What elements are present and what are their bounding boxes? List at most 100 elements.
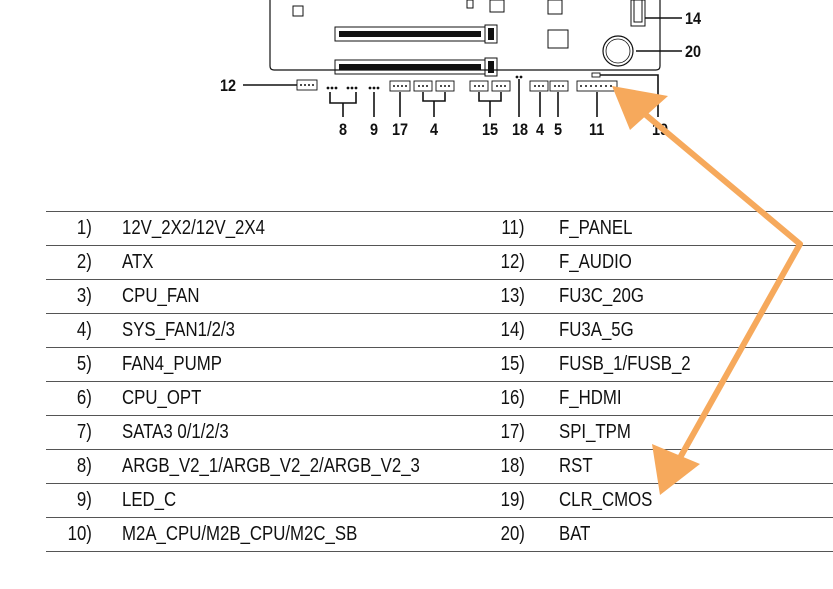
row-number: 4) — [77, 319, 92, 341]
row-number: 10) — [67, 523, 92, 545]
header-name: RST — [558, 455, 593, 477]
spacer-cell — [92, 483, 122, 518]
motherboard-diagram — [243, 0, 682, 117]
row-number-cell: 6) — [46, 381, 92, 416]
header-name: SATA3 0/1/2/3 — [122, 421, 229, 443]
row-number: 17) — [500, 421, 525, 443]
header-name-cell: FUSB_1/FUSB_2 — [558, 347, 833, 382]
row-number: 2) — [77, 251, 92, 273]
spacer-cell — [92, 313, 122, 348]
spacer-cell — [524, 483, 559, 518]
header-name-cell: SYS_FAN1/2/3 — [122, 313, 477, 348]
row-number: 16) — [500, 387, 525, 409]
header-name: LED_C — [122, 489, 177, 511]
header-name: F_HDMI — [558, 387, 622, 409]
header-name-cell: RST — [558, 449, 833, 484]
row-number: 13) — [500, 285, 525, 307]
header-name: FAN4_PUMP — [122, 353, 222, 375]
header-pins — [296, 72, 618, 92]
header-name-cell: CLR_CMOS — [558, 483, 833, 518]
spacer-cell — [92, 279, 122, 314]
table-row: 4) SYS_FAN1/2/3 14) FU3A_5G — [46, 313, 833, 348]
row-number-cell: 3) — [46, 279, 92, 314]
header-name: SYS_FAN1/2/3 — [122, 319, 236, 341]
callout-4: 4 — [430, 120, 439, 139]
row-number: 9) — [77, 489, 92, 511]
row-number-cell: 4) — [46, 313, 92, 348]
header-name-cell: SPI_TPM — [558, 415, 833, 450]
row-number: 5) — [77, 353, 92, 375]
row-number: 1) — [77, 217, 92, 239]
spacer-cell — [92, 517, 122, 552]
header-name: F_AUDIO — [558, 251, 632, 273]
row-number-cell: 9) — [46, 483, 92, 518]
header-name-cell: ARGB_V2_1/ARGB_V2_2/ARGB_V2_3 — [122, 449, 477, 484]
spacer-cell — [524, 245, 559, 280]
header-name: 12V_2X2/12V_2X4 — [122, 217, 265, 239]
spacer-cell — [92, 415, 122, 450]
leader-lines — [243, 17, 682, 117]
spacer-cell — [524, 381, 559, 416]
callout-20: 20 — [685, 42, 702, 61]
row-number-cell: 19) — [476, 483, 525, 518]
row-number: 7) — [77, 421, 92, 443]
header-name: FU3A_5G — [558, 319, 634, 341]
pcie-slot — [334, 24, 498, 44]
header-name-cell: CPU_OPT — [122, 381, 477, 416]
row-number-cell: 16) — [476, 381, 525, 416]
row-number-cell: 17) — [476, 415, 525, 450]
table-row: 3) CPU_FAN 13) FU3C_20G — [46, 279, 833, 314]
header-name: M2A_CPU/M2B_CPU/M2C_SB — [122, 523, 358, 545]
callout-19: 19 — [652, 120, 669, 139]
header-name-cell: ATX — [122, 245, 477, 280]
header-table: 1) 12V_2X2/12V_2X4 11) F_PANEL 2) ATX 12) F_AUD… — [46, 211, 833, 552]
header-name-cell: F_AUDIO — [558, 245, 833, 280]
spacer-cell — [92, 381, 122, 416]
component — [466, 0, 474, 9]
callout-18: 18 — [512, 120, 529, 139]
row-number: 18) — [500, 455, 525, 477]
battery-inner — [605, 38, 631, 64]
row-number: 12) — [500, 251, 525, 273]
spacer-cell — [92, 449, 122, 484]
spacer-cell — [524, 211, 559, 246]
row-number-cell: 2) — [46, 245, 92, 280]
header-name-cell: F_PANEL — [558, 211, 833, 246]
row-number: 15) — [500, 353, 525, 375]
header-name-cell: FU3C_20G — [558, 279, 833, 314]
header-name-cell: BAT — [558, 517, 833, 552]
header-name: CPU_OPT — [122, 387, 202, 409]
component — [547, 29, 569, 49]
component — [489, 0, 505, 13]
header-name-cell: CPU_FAN — [122, 279, 477, 314]
table-row: 2) ATX 12) F_AUDIO — [46, 245, 833, 280]
usb-connector — [630, 0, 646, 27]
header-name: BAT — [558, 523, 591, 545]
header-name-cell: FU3A_5G — [558, 313, 833, 348]
header-name-cell: 12V_2X2/12V_2X4 — [122, 211, 477, 246]
row-number: 11) — [501, 217, 525, 239]
table-row: 9) LED_C 19) CLR_CMOS — [46, 483, 833, 518]
header-name-cell: F_HDMI — [558, 381, 833, 416]
row-number-cell: 14) — [476, 313, 525, 348]
header-table-body: 1) 12V_2X2/12V_2X4 11) F_PANEL 2) ATX 12) F_AUD… — [46, 211, 833, 552]
component — [547, 0, 563, 15]
header-name-cell: FAN4_PUMP — [122, 347, 477, 382]
row-number-cell: 7) — [46, 415, 92, 450]
row-number: 6) — [77, 387, 92, 409]
spacer-cell — [524, 449, 559, 484]
header-name: F_PANEL — [558, 217, 633, 239]
table-row: 6) CPU_OPT 16) F_HDMI — [46, 381, 833, 416]
callout-12: 12 — [220, 76, 237, 95]
battery — [602, 35, 634, 67]
row-number: 20) — [500, 523, 525, 545]
header-name-cell: SATA3 0/1/2/3 — [122, 415, 477, 450]
pcie-slot — [334, 57, 498, 77]
spacer-cell — [524, 347, 559, 382]
header-name: ARGB_V2_1/ARGB_V2_2/ARGB_V2_3 — [122, 455, 420, 477]
row-number: 3) — [77, 285, 92, 307]
callout-4-b: 4 — [536, 120, 545, 139]
header-name: FUSB_1/FUSB_2 — [558, 353, 691, 375]
row-number-cell: 15) — [476, 347, 525, 382]
spacer-cell — [92, 245, 122, 280]
